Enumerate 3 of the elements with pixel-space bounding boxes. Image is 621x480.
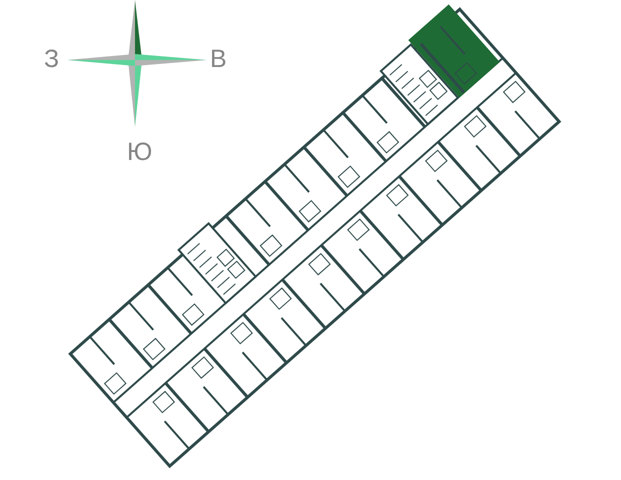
compass-direction-label: Ю bbox=[127, 140, 152, 165]
compass-direction-label: В bbox=[210, 47, 227, 72]
compass-direction-label: З bbox=[44, 47, 60, 72]
